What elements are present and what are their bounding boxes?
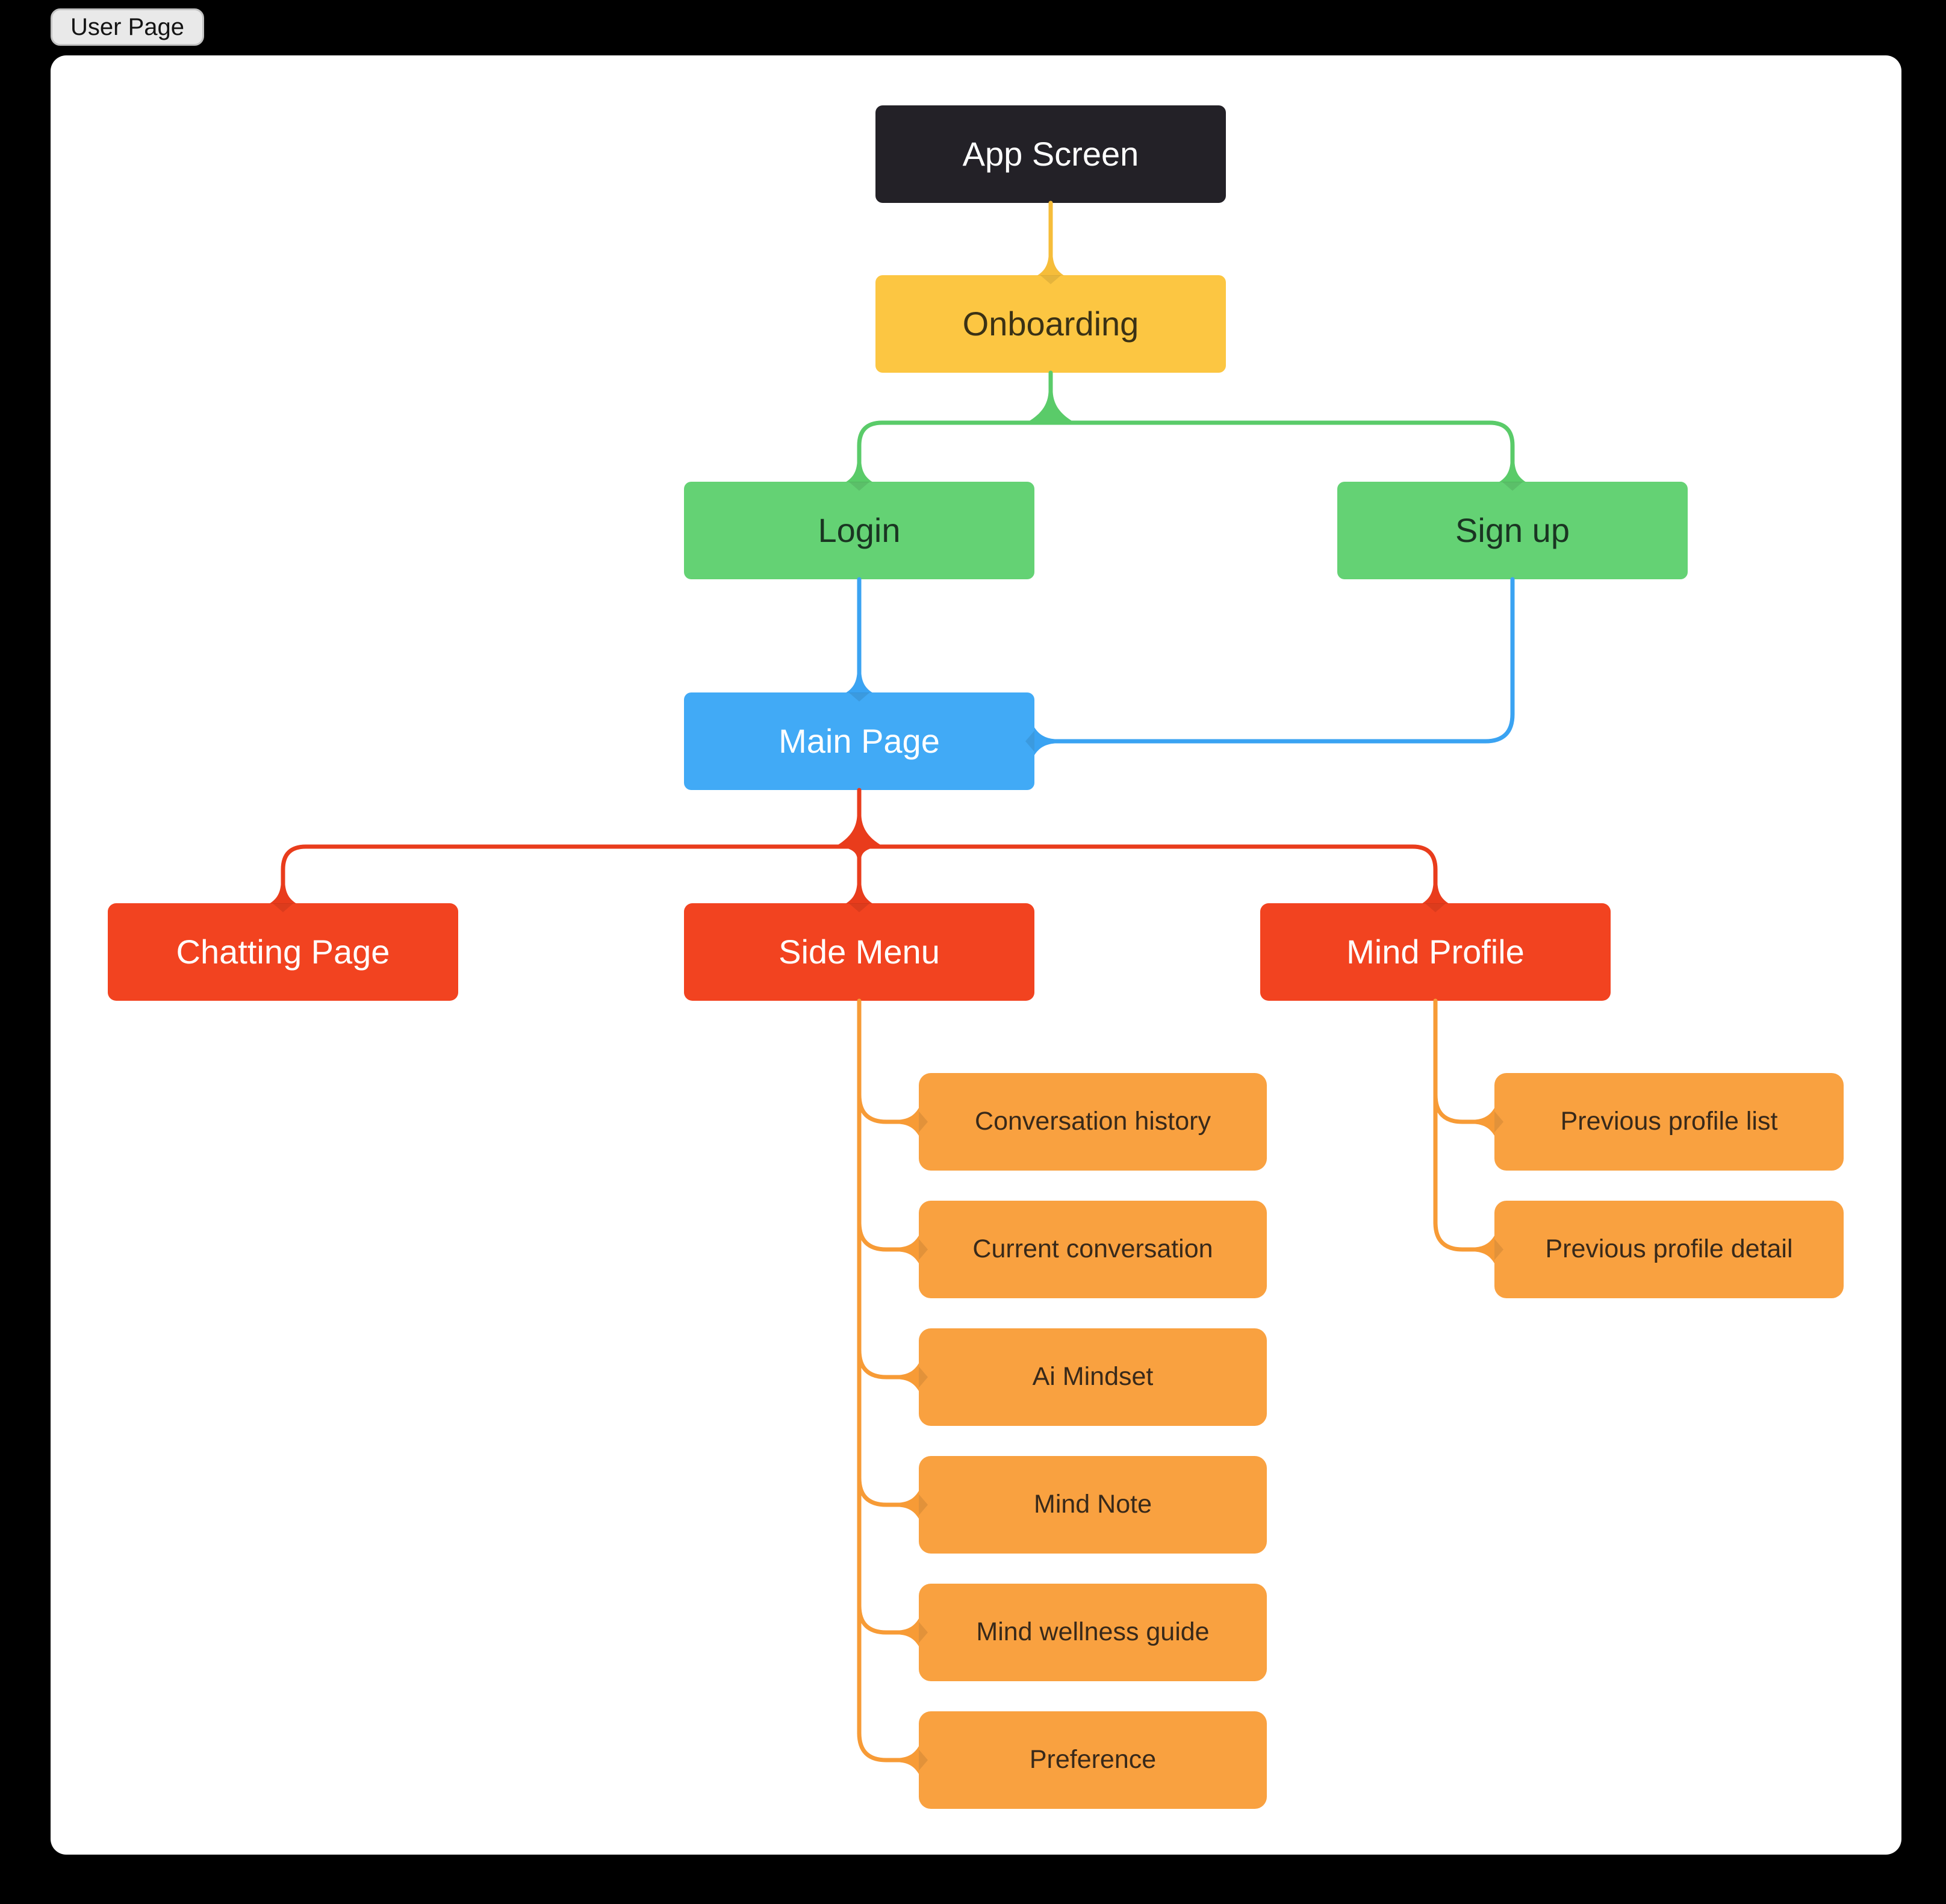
- node-app-screen[interactable]: App Screen: [875, 105, 1226, 203]
- node-label: Mind Note: [1034, 1490, 1152, 1519]
- node-label: Current conversation: [972, 1234, 1213, 1264]
- node-label: Chatting Page: [176, 933, 390, 971]
- node-label: App Screen: [962, 135, 1139, 173]
- node-side-menu[interactable]: Side Menu: [684, 903, 1034, 1001]
- section-tab-user-page[interactable]: User Page: [51, 8, 204, 46]
- node-label: Mind Profile: [1346, 933, 1525, 971]
- node-sign-up[interactable]: Sign up: [1337, 482, 1688, 579]
- node-main-page[interactable]: Main Page: [684, 692, 1034, 790]
- node-login[interactable]: Login: [684, 482, 1034, 579]
- node-chatting-page[interactable]: Chatting Page: [108, 903, 458, 1001]
- node-label: Previous profile list: [1560, 1107, 1778, 1136]
- node-label: Sign up: [1455, 511, 1570, 550]
- node-label: Preference: [1029, 1745, 1157, 1775]
- node-previous-profile-list[interactable]: Previous profile list: [1494, 1073, 1844, 1171]
- node-label: Previous profile detail: [1545, 1234, 1793, 1264]
- node-mind-wellness-guide[interactable]: Mind wellness guide: [919, 1584, 1267, 1681]
- node-label: Conversation history: [975, 1107, 1211, 1136]
- node-onboarding[interactable]: Onboarding: [875, 275, 1226, 373]
- node-label: Side Menu: [779, 933, 940, 971]
- node-previous-profile-detail[interactable]: Previous profile detail: [1494, 1201, 1844, 1298]
- node-mind-note[interactable]: Mind Note: [919, 1456, 1267, 1554]
- node-ai-mindset[interactable]: Ai Mindset: [919, 1328, 1267, 1426]
- node-label: Main Page: [779, 722, 940, 761]
- node-label: Onboarding: [962, 305, 1139, 343]
- node-current-conversation[interactable]: Current conversation: [919, 1201, 1267, 1298]
- node-preference[interactable]: Preference: [919, 1711, 1267, 1809]
- node-mind-profile[interactable]: Mind Profile: [1260, 903, 1611, 1001]
- node-label: Login: [818, 511, 901, 550]
- node-conversation-history[interactable]: Conversation history: [919, 1073, 1267, 1171]
- node-label: Ai Mindset: [1032, 1362, 1154, 1392]
- node-label: Mind wellness guide: [976, 1617, 1210, 1647]
